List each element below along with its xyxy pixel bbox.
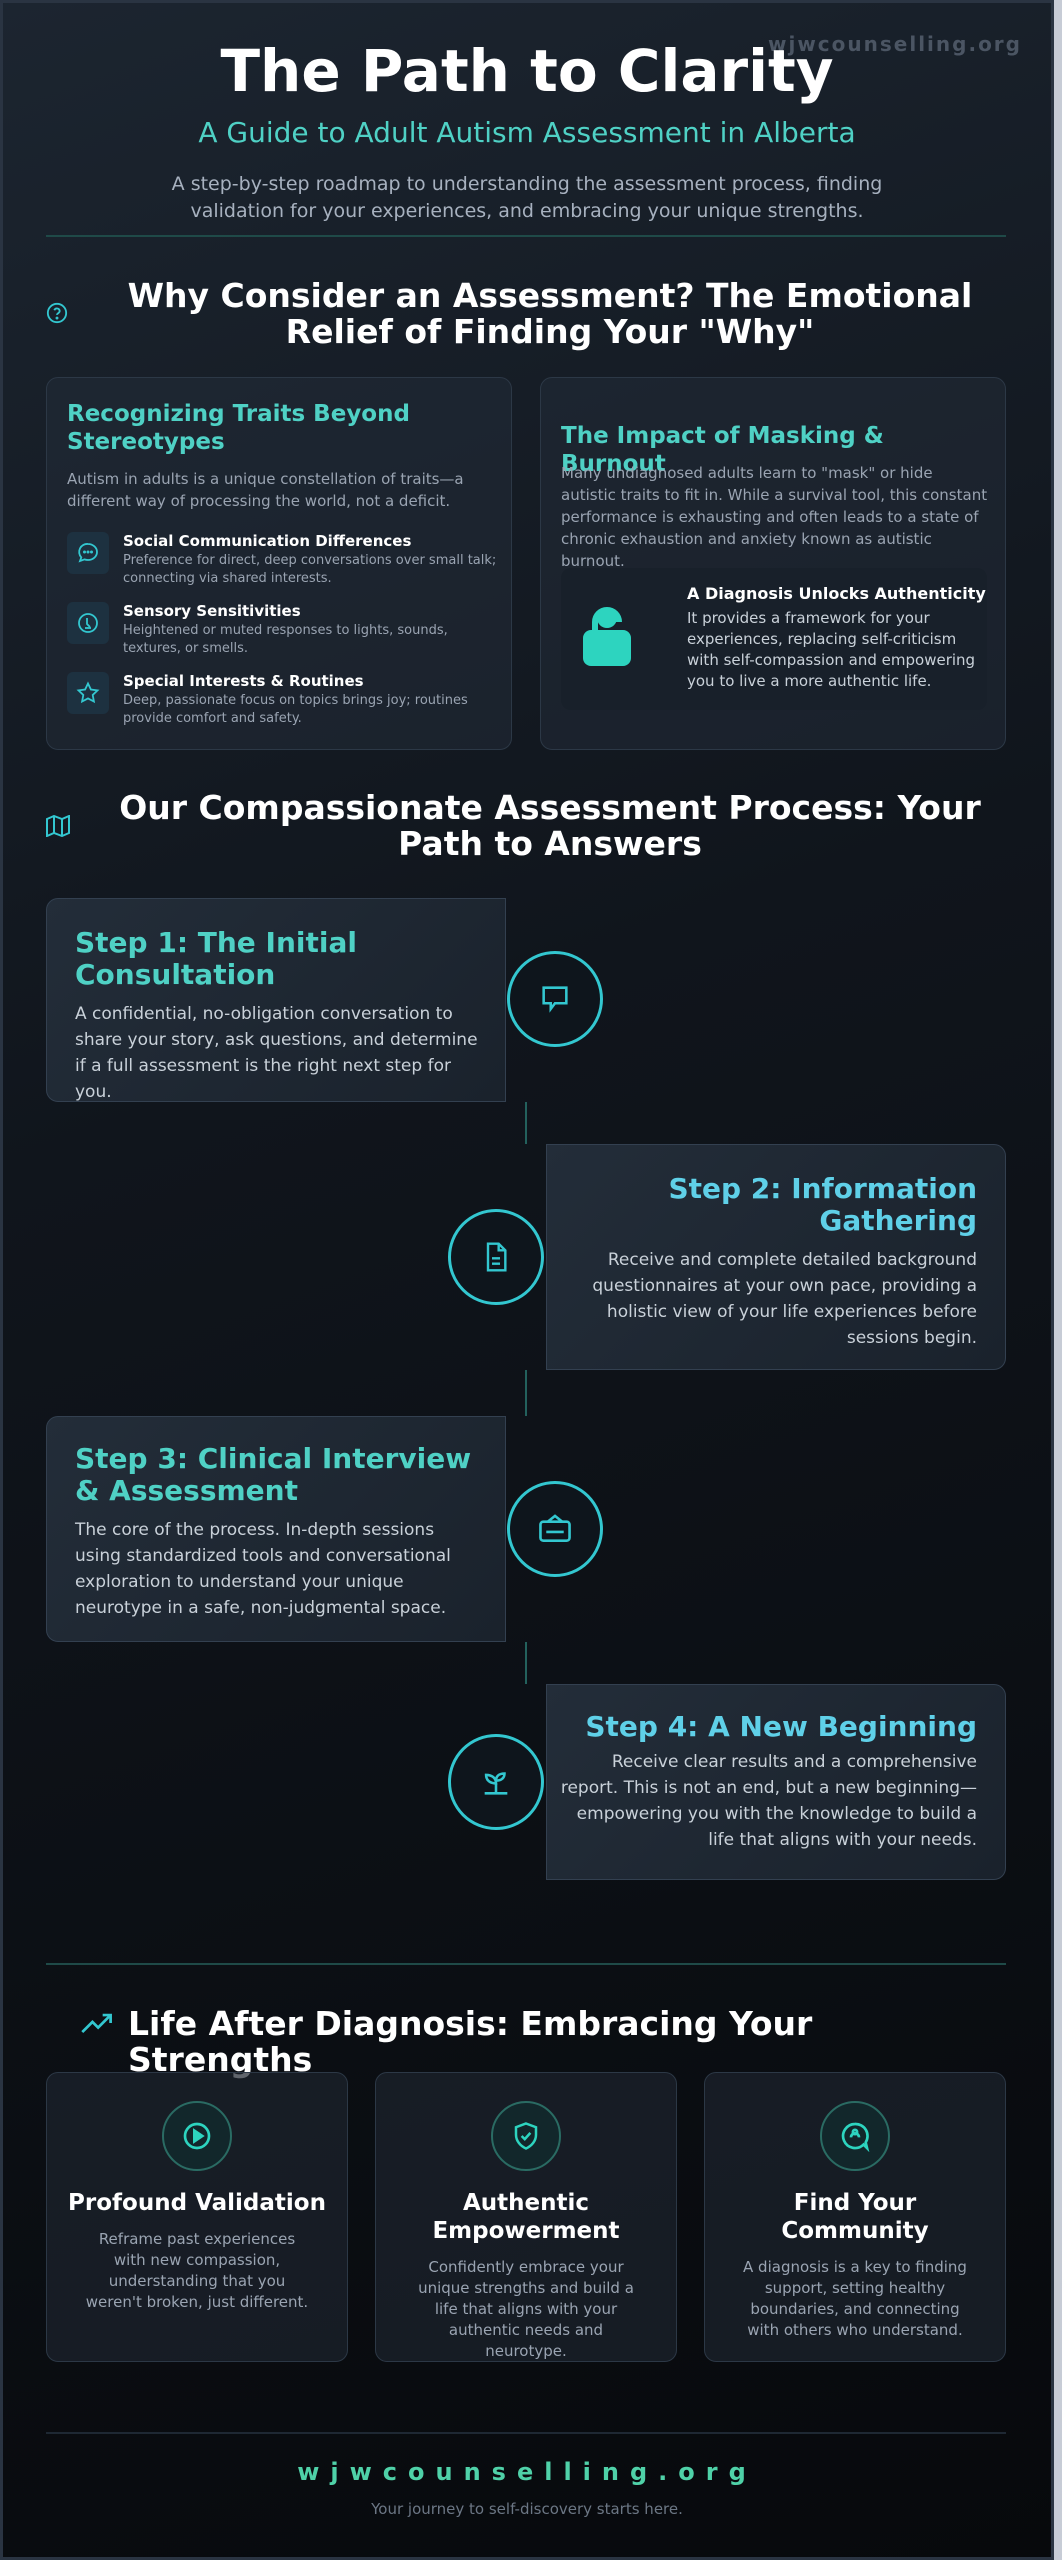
benefit-title: Authentic Empowerment	[432, 2190, 620, 2244]
step-body: The core of the process. In-depth sessio…	[75, 1520, 451, 1618]
step-body: A confidential, no-obligation conversati…	[75, 1004, 478, 1102]
seedling-icon	[448, 1734, 544, 1830]
message-icon	[507, 951, 603, 1047]
benefit-title: Find Your Community	[781, 2190, 929, 2244]
benefit-card: Authentic Empowerment Confidently embrac…	[375, 2072, 677, 2362]
timeline-connector	[525, 1370, 527, 1416]
footer-brand[interactable]: wjwcounselling.org	[297, 2458, 757, 2486]
step-body: Receive and complete detailed background…	[592, 1250, 977, 1348]
document-icon	[448, 1209, 544, 1305]
timeline-connector	[525, 1102, 527, 1144]
section-title-life: Life After Diagnosis: Embracing Your Str…	[128, 2004, 813, 2079]
step-card-1: Step 1: The Initial Consultation A confi…	[46, 898, 506, 1102]
step-title: Step 2: Information Gathering	[668, 1172, 977, 1237]
play-circle-icon	[162, 2101, 232, 2171]
interview-icon	[507, 1481, 603, 1577]
footer-tagline: Your journey to self-discovery starts he…	[371, 2500, 683, 2518]
traits-card: Recognizing Traits Beyond Stereotypes Au…	[46, 377, 512, 750]
step-card-4: Step 4: A New Beginning Receive clear re…	[546, 1684, 1006, 1880]
step-title: Step 4: A New Beginning	[585, 1710, 977, 1743]
divider	[46, 1963, 1006, 1965]
benefit-title: Profound Validation	[68, 2190, 326, 2216]
sensory-icon	[67, 602, 109, 644]
authenticity-inset: A Diagnosis Unlocks Authenticity It prov…	[561, 568, 987, 710]
star-icon	[67, 672, 109, 714]
step-body: Receive clear results and a comprehensiv…	[560, 1752, 977, 1850]
trait-desc: Deep, passionate focus on topics brings …	[123, 693, 468, 726]
benefit-body: A diagnosis is a key to finding support,…	[743, 2258, 967, 2339]
inset-title: A Diagnosis Unlocks Authenticity	[687, 584, 986, 603]
page-subtitle: A Guide to Adult Autism Assessment in Al…	[198, 116, 856, 149]
trait-title: Special Interests & Routines	[123, 672, 364, 690]
step-card-3: Step 3: Clinical Interview & Assessment …	[46, 1416, 506, 1642]
community-icon	[820, 2101, 890, 2171]
divider	[46, 2432, 1006, 2434]
header: The Path to Clarity A Guide to Adult Aut…	[0, 36, 1054, 225]
benefit-card: Find Your Community A diagnosis is a key…	[704, 2072, 1006, 2362]
trait-desc: Preference for direct, deep conversation…	[123, 553, 497, 586]
benefit-body: Reframe past experiences with new compas…	[85, 2230, 309, 2311]
page-title: The Path to Clarity	[220, 37, 834, 105]
timeline-connector	[525, 1642, 527, 1684]
scrollbar-track[interactable]	[1054, 0, 1062, 2560]
masking-card-title: The Impact of Masking & Burnout	[561, 423, 884, 477]
section-title-process: Our Compassionate Assessment Process: Yo…	[119, 788, 981, 863]
masking-card-body: Many undiagnosed adults learn to "mask" …	[561, 464, 988, 570]
trait-title: Sensory Sensitivities	[123, 602, 301, 620]
benefit-body: Confidently embrace your unique strength…	[418, 2258, 634, 2360]
trait-title: Social Communication Differences	[123, 532, 412, 550]
benefit-card: Profound Validation Reframe past experie…	[46, 2072, 348, 2362]
step-card-2: Step 2: Information Gathering Receive an…	[546, 1144, 1006, 1370]
unlock-icon	[579, 604, 635, 668]
inset-body: It provides a framework for your experie…	[687, 609, 976, 690]
help-circle-icon	[46, 302, 68, 324]
watermark: wjwcounselling.org	[768, 32, 1022, 56]
shield-check-icon	[491, 2101, 561, 2171]
section-title-why: Why Consider an Assessment? The Emotiona…	[127, 276, 973, 351]
page-intro: A step-by-step roadmap to understanding …	[171, 173, 883, 222]
step-title: Step 1: The Initial Consultation	[75, 926, 357, 991]
divider	[46, 235, 1006, 237]
traits-card-title: Recognizing Traits Beyond Stereotypes	[67, 401, 410, 455]
trending-up-icon	[80, 2011, 114, 2035]
traits-card-body: Autism in adults is a unique constellati…	[67, 470, 464, 510]
chat-icon	[67, 532, 109, 574]
masking-card: The Impact of Masking & Burnout Many und…	[540, 377, 1006, 750]
step-title: Step 3: Clinical Interview & Assessment	[75, 1442, 472, 1507]
map-icon	[46, 815, 70, 837]
trait-desc: Heightened or muted responses to lights,…	[123, 623, 448, 656]
